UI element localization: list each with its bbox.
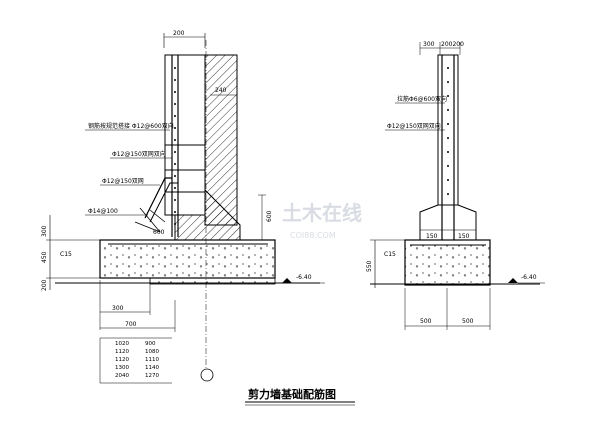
- note-rebar-1: 钢筋按规范搭接 Φ12@600双向: [88, 122, 174, 130]
- dim-550: 550: [366, 260, 373, 272]
- dim-500-right: 500: [462, 318, 474, 325]
- note-rebar-2: Φ12@150双网双向: [112, 150, 166, 158]
- dim-450: 450: [41, 251, 48, 263]
- table-cell: 1020: [115, 341, 129, 347]
- note-rebar-4: Φ14@100: [88, 208, 118, 215]
- dim-500-left: 500: [420, 318, 432, 325]
- dim-200200: 200200: [441, 41, 464, 48]
- table-cell: 1080: [145, 349, 159, 355]
- dim-150-right: 150: [458, 233, 470, 240]
- concrete-c15-right: C15: [384, 251, 396, 258]
- elevation-right: -6.40: [521, 274, 537, 281]
- drawing-title-block: 剪力墙基础配筋图: [245, 387, 355, 406]
- dim-700: 700: [125, 321, 137, 328]
- dim-300-bottom: 300: [112, 305, 124, 312]
- table-cell: 2040: [115, 373, 129, 379]
- table-cell: 1140: [145, 365, 159, 371]
- note-tie-bar: 拉筋Φ6@600双向: [397, 95, 447, 103]
- note-mesh: Φ12@150双网双向: [387, 122, 441, 130]
- dim-240: 240: [215, 87, 227, 94]
- watermark-subtext: COI88.COM: [290, 231, 336, 240]
- right-foundation-detail: 300 200200 150 150 550 C15 -6.40: [366, 41, 545, 330]
- note-rebar-3: Φ12@150双网: [102, 178, 144, 185]
- dim-600-bottom: 600: [153, 229, 165, 236]
- dim-200-top: 200: [173, 30, 185, 37]
- table-cell: 900: [145, 341, 156, 347]
- table-cell: 1300: [115, 365, 129, 371]
- dim-300-left: 300: [41, 225, 48, 237]
- dim-600-right: 600: [266, 210, 273, 222]
- table-cell: 1120: [115, 357, 129, 363]
- elevation-left: -6.40: [296, 274, 312, 281]
- watermark-text: 土木在线: [282, 201, 362, 225]
- drawing-title: 剪力墙基础配筋图: [248, 387, 336, 401]
- dim-300-right: 300: [423, 41, 435, 48]
- dimension-table: 1020 900 1120 1080 1120 1110 1300 1140 2…: [99, 337, 172, 384]
- dim-200-left: 200: [41, 279, 48, 291]
- left-foundation-detail: 200 240 600: [41, 30, 325, 384]
- concrete-c15-left: C15: [60, 251, 72, 258]
- table-cell: 1110: [145, 357, 159, 363]
- table-cell: 1120: [115, 349, 129, 355]
- watermark: 土木在线 COI88.COM: [282, 201, 362, 240]
- table-cell: 1270: [145, 373, 159, 379]
- dim-150-left: 150: [426, 233, 438, 240]
